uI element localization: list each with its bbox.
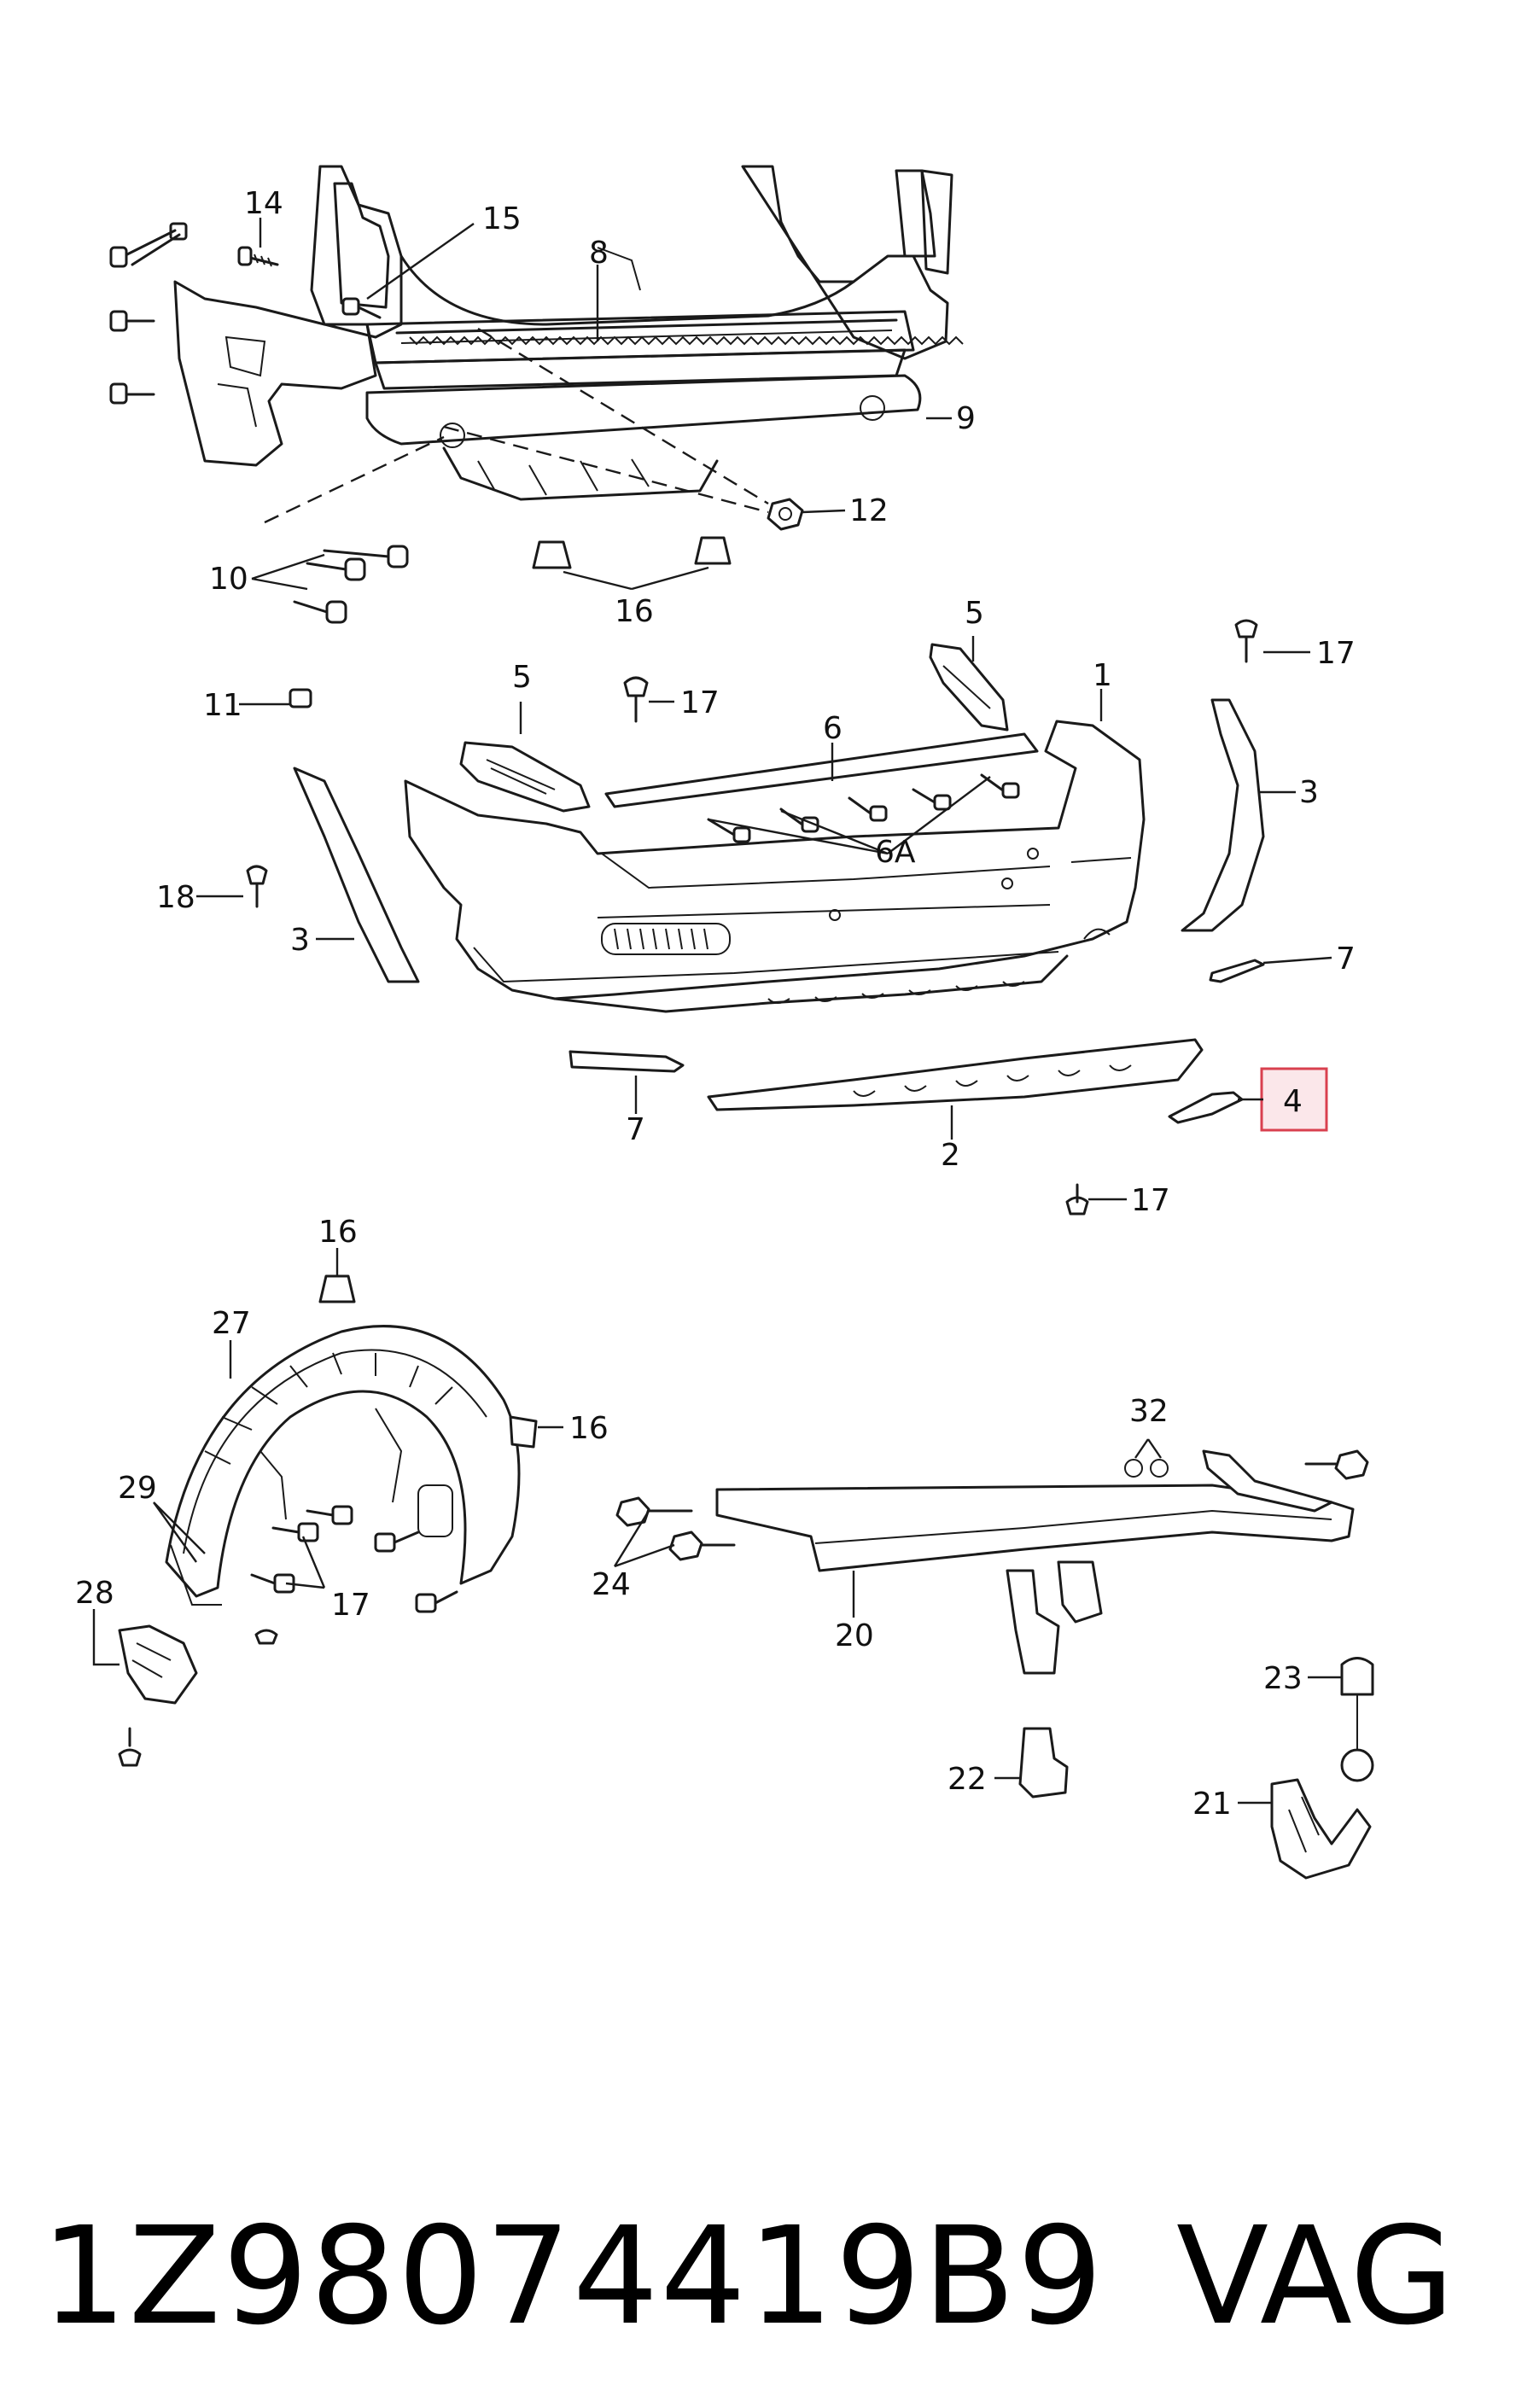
callout-6A: 6A [875,835,916,870]
nut-12 [767,498,804,531]
callout-17-liner: 17 [331,1588,370,1623]
clips-16-lower [318,1274,538,1449]
callout-3-left: 3 [290,923,310,958]
fasteners-17-lower [118,1505,458,1767]
callout-28: 28 [75,1576,114,1611]
guide-line-2 [443,425,769,514]
callout-7-left: 7 [626,1112,645,1147]
screw-top-left [109,222,188,405]
wheel-liner-27 [165,1325,521,1606]
callout-8: 8 [589,236,609,271]
leader-lines [92,218,1342,1805]
rear-body-assembly [173,165,964,501]
guide-6 [604,732,1039,808]
callout-17-mid: 17 [680,685,720,720]
callout-1: 1 [1093,658,1112,693]
callout-29: 29 [118,1471,157,1506]
callout-5-right: 5 [965,596,984,631]
callout-3-right: 3 [1299,775,1319,810]
callout-labels: 14 15 8 9 12 10 16 5 5 1 17 17 11 6 6A 3… [75,186,1356,1822]
callout-12: 12 [849,493,889,528]
callout-18: 18 [156,880,195,915]
small-fasteners-mid [246,619,1258,1216]
callout-5-left: 5 [512,660,532,695]
screw-15 [341,297,382,319]
callout-21: 21 [1192,1787,1232,1822]
bolt-right-hitch [1304,1449,1369,1480]
cap-23 [1340,1657,1374,1750]
brackets-5 [459,643,1009,813]
callout-16-right: 16 [569,1411,609,1446]
reflector-trims-7 [568,959,1265,1073]
callout-32: 32 [1129,1394,1169,1429]
tow-bar-20 [715,1449,1355,1675]
callout-10: 10 [209,562,248,597]
trim-strips-3 [293,698,1265,983]
callout-4: 4 [1283,1084,1303,1119]
caps-32 [1124,1459,1169,1478]
callout-17-lower-right: 17 [1131,1183,1170,1218]
callout-27: 27 [212,1306,251,1341]
callout-24: 24 [592,1567,631,1602]
socket-22 [1018,1727,1069,1799]
callout-9: 9 [956,401,976,436]
highlight-box-4 [1260,1067,1328,1132]
callout-7-right: 7 [1336,942,1356,977]
callout-16-top: 16 [615,594,654,629]
ball-neck-21 [1270,1748,1374,1880]
callout-2: 2 [941,1138,960,1173]
callout-15: 15 [482,201,522,236]
screw-14 [237,246,279,267]
callout-11: 11 [203,688,242,723]
bolts-24 [615,1496,736,1561]
guide-line-3 [477,327,769,505]
brand-name: VAG [1176,2198,1455,2355]
callout-23: 23 [1263,1661,1303,1696]
callout-16-mid: 16 [318,1215,358,1250]
bumper-cover-1 [404,720,1146,1013]
bracket-28 [118,1624,198,1705]
callout-6: 6 [823,711,843,746]
part-4-end-cap [1168,1091,1244,1124]
diffuser-2 [707,1038,1204,1111]
callout-17-top-right: 17 [1316,636,1356,671]
screws-10 [293,545,409,624]
part-number: 1Z98074419B9 [41,2198,1105,2355]
guide-line-1 [264,435,445,524]
clips-16-top [532,536,732,569]
callout-22: 22 [948,1762,987,1797]
callout-20: 20 [835,1618,874,1653]
callout-14: 14 [244,186,283,221]
